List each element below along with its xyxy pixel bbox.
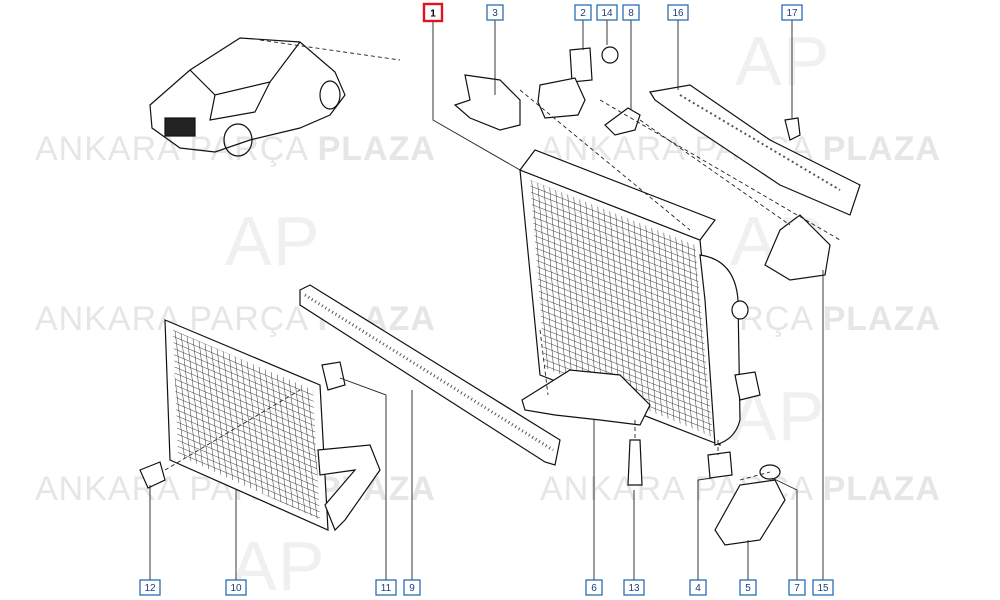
assembly-lines — [164, 89, 841, 481]
svg-text:AP: AP — [735, 22, 830, 100]
nut — [601, 46, 619, 64]
callout-1[interactable]: 1 — [422, 2, 444, 23]
svg-text:ANKARA PARÇA PLAZA: ANKARA PARÇA PLAZA — [35, 130, 436, 168]
callout-3[interactable]: 3 — [486, 4, 504, 21]
callout-10[interactable]: 10 — [225, 579, 247, 596]
leader-lines — [149, 20, 824, 585]
seal-strip — [299, 284, 561, 466]
callout-labels: 1 3 2 14 8 16 17 12 10 11 9 6 13 4 5 7 1… — [139, 2, 834, 596]
svg-text:11: 11 — [381, 583, 392, 594]
car-icon — [149, 37, 401, 157]
callout-14[interactable]: 14 — [596, 4, 618, 21]
bolt-13 — [627, 439, 643, 486]
callout-17[interactable]: 17 — [781, 4, 803, 21]
svg-text:15: 15 — [817, 583, 829, 594]
rubber-mount-top — [537, 77, 586, 119]
lower-bracket — [521, 369, 651, 426]
callout-13[interactable]: 13 — [623, 579, 645, 596]
callout-7[interactable]: 7 — [788, 579, 806, 596]
svg-text:17: 17 — [786, 8, 798, 19]
condenser-clip — [321, 361, 346, 391]
svg-text:14: 14 — [601, 8, 613, 19]
svg-text:2: 2 — [580, 8, 586, 19]
upper-bracket-left — [453, 74, 521, 131]
clip — [784, 117, 801, 141]
callout-11[interactable]: 11 — [375, 579, 397, 596]
bolt-12 — [139, 461, 166, 489]
callout-9[interactable]: 9 — [403, 579, 421, 596]
callout-5[interactable]: 5 — [739, 579, 757, 596]
svg-text:8: 8 — [628, 8, 634, 19]
pin — [604, 107, 641, 136]
svg-text:10: 10 — [230, 583, 242, 594]
svg-text:1: 1 — [430, 9, 436, 20]
svg-text:13: 13 — [628, 583, 640, 594]
callout-6[interactable]: 6 — [585, 579, 603, 596]
callout-15[interactable]: 15 — [812, 579, 834, 596]
svg-text:3: 3 — [492, 8, 498, 19]
svg-text:12: 12 — [144, 583, 156, 594]
svg-text:4: 4 — [695, 583, 701, 594]
svg-text:ANKARA PARÇA PLAZA: ANKARA PARÇA PLAZA — [540, 470, 941, 508]
mount-sleeve — [569, 47, 593, 83]
callout-12[interactable]: 12 — [139, 579, 161, 596]
svg-text:16: 16 — [672, 8, 684, 19]
svg-text:6: 6 — [591, 583, 597, 594]
upper-bracket-right — [764, 214, 831, 281]
lower-support — [714, 479, 786, 546]
svg-text:7: 7 — [794, 583, 800, 594]
upper-cross-member — [649, 84, 861, 216]
callout-8[interactable]: 8 — [622, 4, 640, 21]
callout-4[interactable]: 4 — [689, 579, 707, 596]
svg-text:AP: AP — [225, 202, 320, 280]
callout-2[interactable]: 2 — [574, 4, 592, 21]
callout-16[interactable]: 16 — [667, 4, 689, 21]
svg-text:5: 5 — [745, 583, 751, 594]
svg-text:9: 9 — [409, 583, 415, 594]
rubber-mount-lower — [707, 451, 733, 479]
svg-text:ANKARA PARÇA PLAZA: ANKARA PARÇA PLAZA — [35, 300, 436, 338]
